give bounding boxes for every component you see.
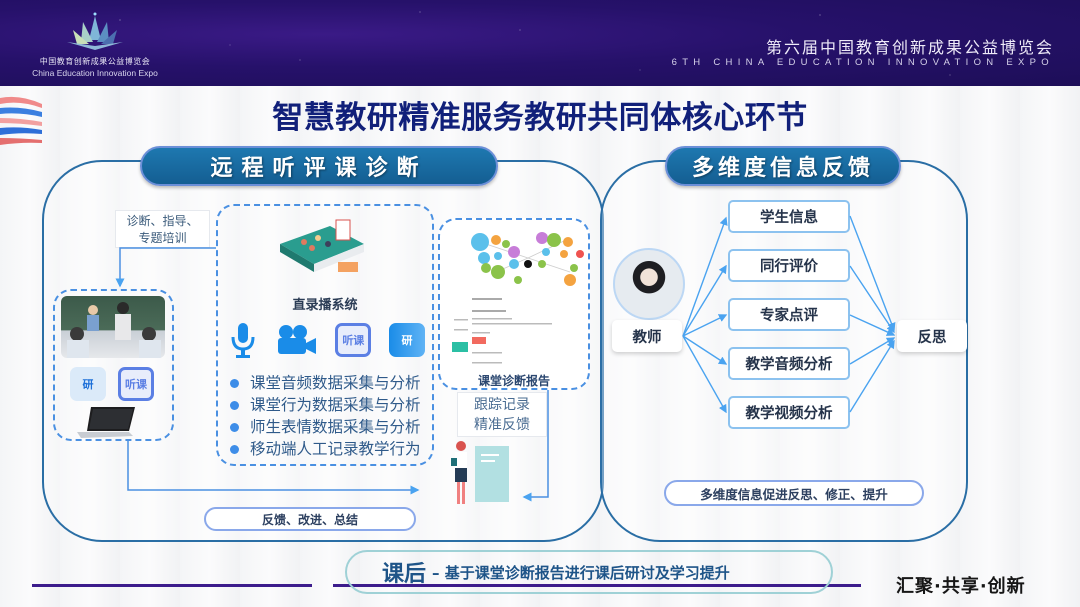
slogan-text: 汇聚·共享·创新	[896, 576, 1026, 597]
star-background	[0, 0, 1080, 86]
diagnosis-report-label: 课堂诊断报告	[477, 374, 550, 388]
remote-lesson-diagnosis-title: 远程听评课诊断	[140, 146, 498, 186]
laptop-icon	[77, 407, 135, 438]
peer-review-node: 同行评价	[728, 249, 850, 282]
feedback-improve-summary-pill: 反馈、改进、总结	[204, 507, 416, 531]
system-icon-row: 听课 研	[230, 320, 425, 360]
post-class-label: 课后	[382, 562, 427, 587]
expo-logo: 中国教育创新成果公益博览会 China Education Innovation…	[20, 12, 170, 78]
system-feature-list: 课堂音频数据采集与分析 课堂行为数据采集与分析 师生表情数据采集与分析 移动端人…	[228, 372, 421, 460]
classroom-box	[53, 289, 174, 441]
expo-chinese-title: 第六届中国教育创新成果公益博览会	[765, 38, 1054, 57]
diagnosis-guidance-note: 诊断、指导、 专题培训	[115, 210, 210, 248]
report-text-thumbnail	[452, 298, 552, 364]
tracking-feedback-note: 跟踪记录 精准反馈	[457, 392, 547, 437]
feature-item: 课堂音频数据采集与分析	[228, 372, 421, 394]
note-line: 跟踪记录	[474, 397, 530, 413]
feature-item: 师生表情数据采集与分析	[228, 416, 421, 438]
listen-class-icon: 听课	[335, 323, 372, 357]
video-analysis-node: 教学视频分析	[728, 396, 850, 429]
listen-class-icon: 听课	[118, 367, 154, 401]
expo-header-banner: 中国教育创新成果公益博览会 China Education Innovation…	[0, 0, 1080, 86]
teacher-node: 教师	[612, 320, 682, 352]
lotus-logo-icon	[63, 12, 127, 52]
teacher-presenting-illustration-icon	[451, 441, 509, 504]
student-info-node: 学生信息	[728, 200, 850, 233]
page-title: 智慧教研精准服务教研共同体核心环节	[272, 100, 808, 136]
classroom-book-illustration-icon	[280, 219, 364, 272]
bottom-divider-line	[32, 584, 312, 587]
expert-review-node: 专家点评	[728, 298, 850, 331]
note-line: 精准反馈	[474, 417, 530, 433]
teacher-avatar	[613, 248, 685, 320]
mind-map-thumbnail-icon	[471, 232, 584, 286]
video-camera-icon	[277, 325, 316, 354]
post-class-summary-banner: 课后 – 基于课堂诊断报告进行课后研讨及学习提升	[345, 550, 833, 594]
audio-analysis-node: 教学音频分析	[728, 347, 850, 380]
note-line: 诊断、指导、	[126, 214, 199, 228]
feature-item: 移动端人工记录教学行为	[228, 438, 421, 460]
post-class-description: – 基于课堂诊断报告进行课后研讨及学习提升	[432, 563, 730, 582]
multi-info-summary-pill: 多维度信息促进反思、修正、提升	[664, 480, 924, 506]
multi-feedback-title: 多维度信息反馈	[665, 146, 901, 186]
ribbon-decoration-icon	[0, 96, 42, 145]
note-line: 专题培训	[138, 231, 187, 245]
logo-chinese-text: 中国教育创新成果公益博览会	[39, 57, 151, 66]
feature-item: 课堂行为数据采集与分析	[228, 394, 421, 416]
recording-system-title: 直录播系统	[292, 298, 358, 313]
research-book-icon: 研	[70, 367, 106, 401]
expo-english-title: 6TH CHINA EDUCATION INNOVATION EXPO	[671, 57, 1054, 68]
bottom-divider-line	[333, 584, 861, 587]
logo-english-text: China Education Innovation Expo	[32, 68, 158, 78]
classroom-photo	[61, 296, 165, 358]
research-book-icon: 研	[388, 323, 425, 357]
reflection-node: 反思	[897, 320, 967, 352]
microphone-icon	[231, 323, 255, 358]
